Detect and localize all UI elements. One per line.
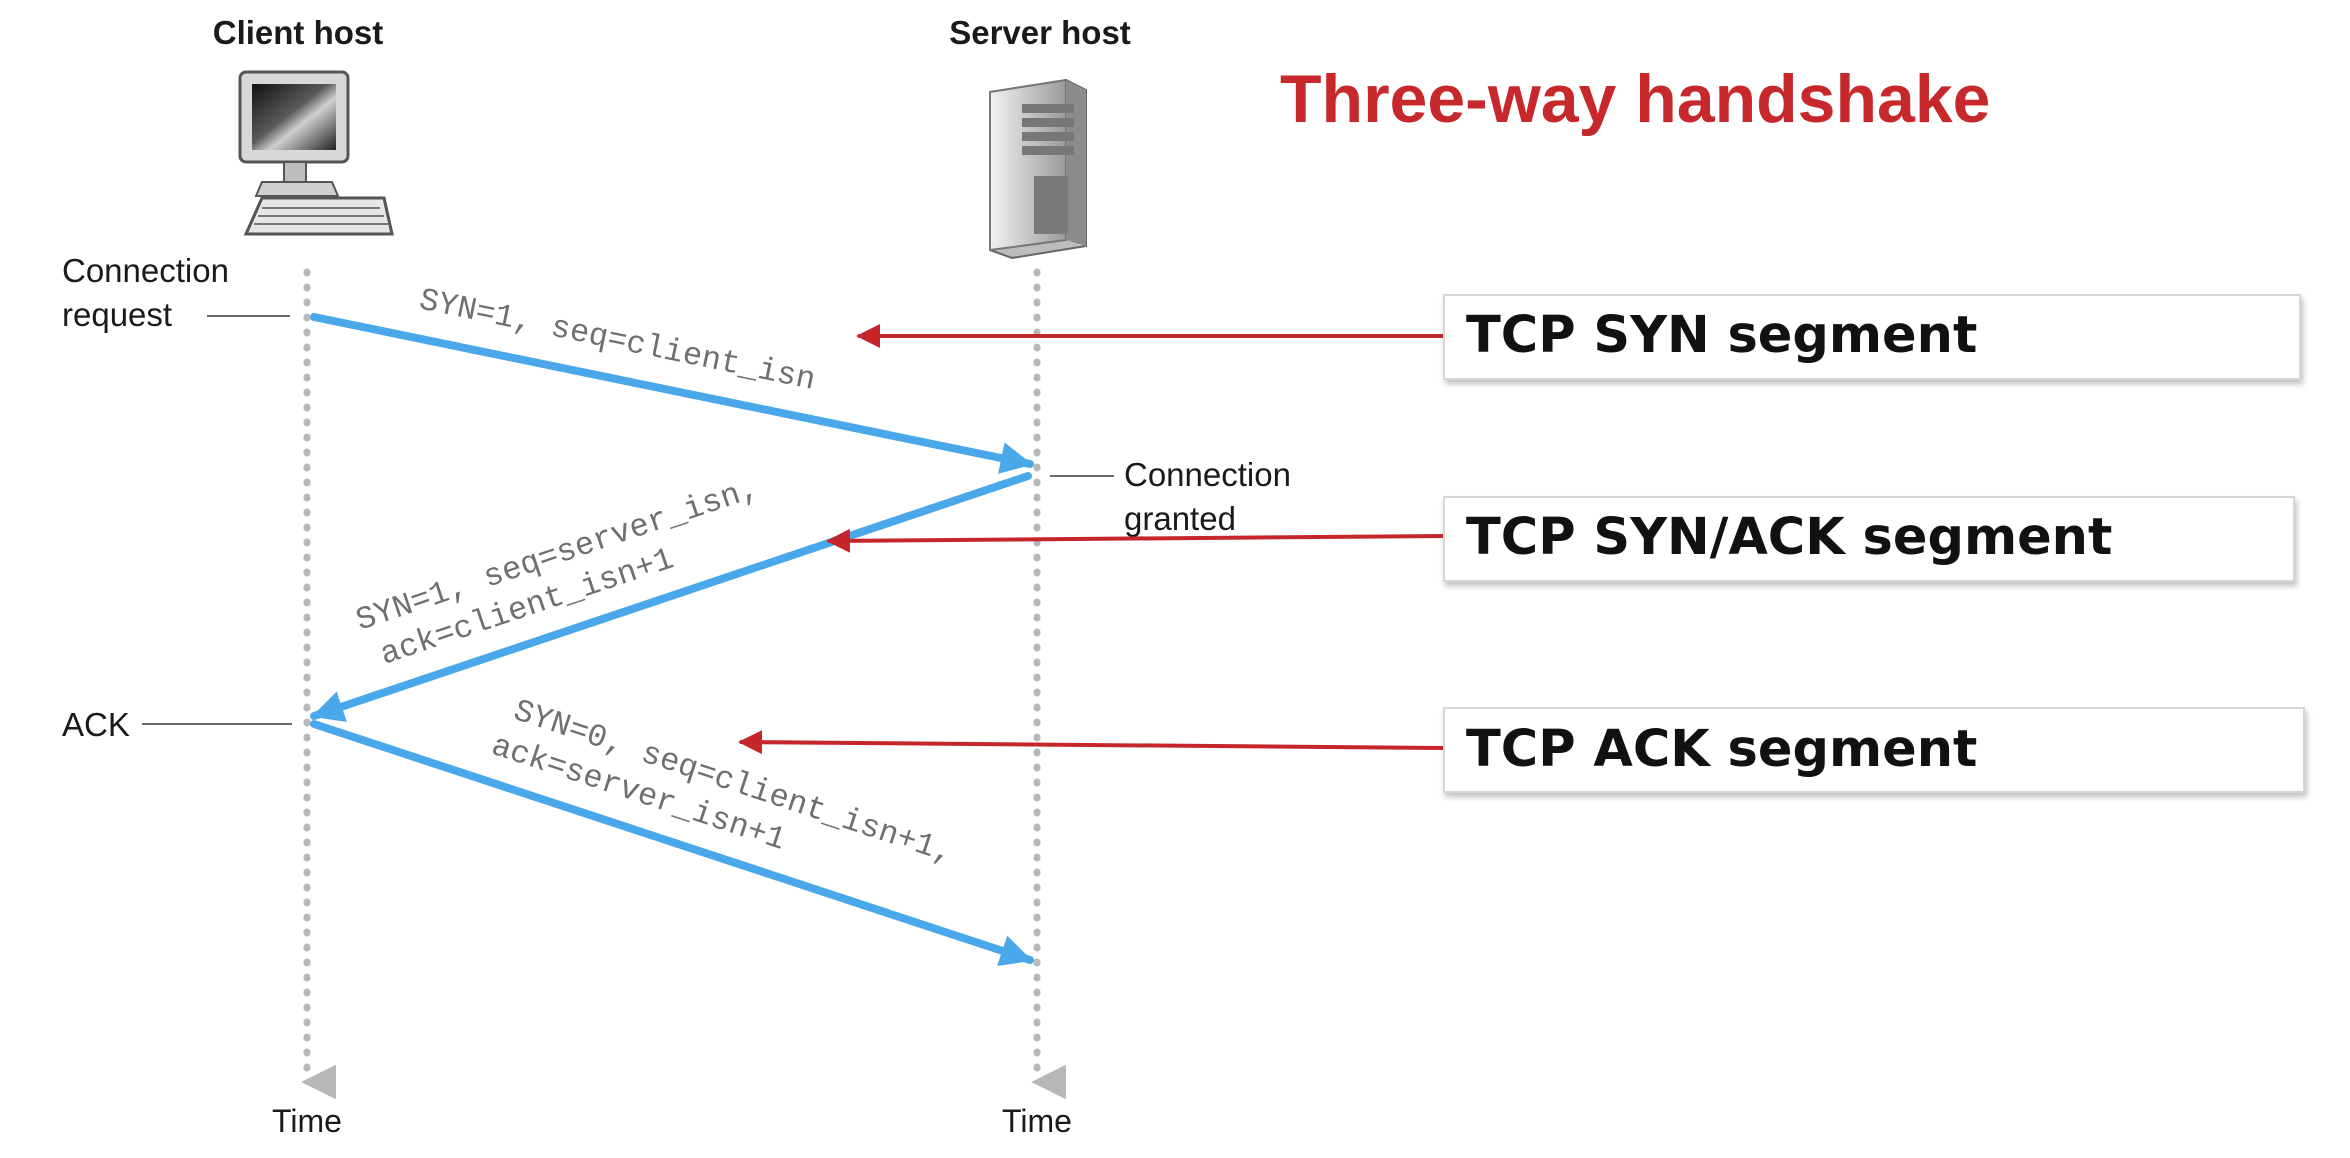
syn-message-arrow: [310, 313, 1034, 474]
server-host-label: Server host: [949, 14, 1131, 51]
ack-message-label: SYN=0, seq=client_isn+1, ack=server_isn+…: [487, 692, 958, 872]
synack-message-arrow: [310, 472, 1032, 722]
client-time-label: Time: [272, 1103, 342, 1139]
server-time-label: Time: [1002, 1103, 1072, 1139]
ack-message-arrow: [310, 720, 1034, 967]
ack-pointer-arrow: [738, 730, 1445, 755]
client-host-label: Client host: [213, 14, 384, 51]
synack-segment-label: TCP SYN/ACK segment: [1466, 508, 2112, 567]
connection-granted-line-1: Connection: [1124, 456, 1291, 493]
ack-label: ACK: [62, 706, 292, 743]
synack-segment-box: TCP SYN/ACK segment: [1443, 496, 2295, 582]
ack-label-text: ACK: [62, 706, 130, 743]
syn-segment-label: TCP SYN segment: [1466, 306, 1977, 365]
server-tower-icon: [989, 78, 1087, 260]
connection-granted-line-2: granted: [1124, 500, 1236, 537]
diagram-title: Three-way handshake: [1280, 61, 1990, 137]
connection-granted-label: Connection granted: [1050, 456, 1291, 537]
desktop-computer-icon: [238, 70, 394, 236]
connection-request-line-2: request: [62, 296, 172, 333]
syn-segment-box: TCP SYN segment: [1443, 294, 2301, 380]
connection-request-line-1: Connection: [62, 252, 229, 289]
ack-segment-label: TCP ACK segment: [1466, 720, 1977, 779]
synack-message-label: SYN=1, seq=server_isn, ack=client_isn+1: [351, 470, 763, 674]
synack-pointer-arrow: [826, 528, 1445, 553]
connection-request-label: Connection request: [62, 252, 290, 333]
ack-segment-box: TCP ACK segment: [1443, 707, 2305, 793]
